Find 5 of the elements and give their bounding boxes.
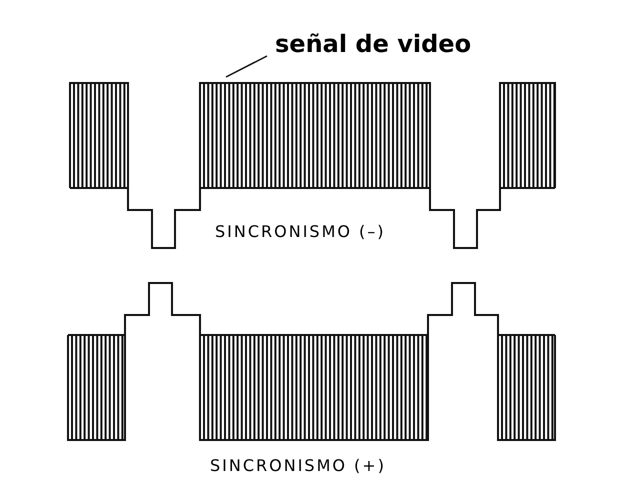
waveform-label: SINCRONISMO (–) [215,222,386,241]
leader-line [226,55,268,78]
annotation-text: señal de video [275,30,472,58]
video-waveform-drawing [69,82,556,249]
waveform-label: SINCRONISMO (+) [210,456,386,475]
